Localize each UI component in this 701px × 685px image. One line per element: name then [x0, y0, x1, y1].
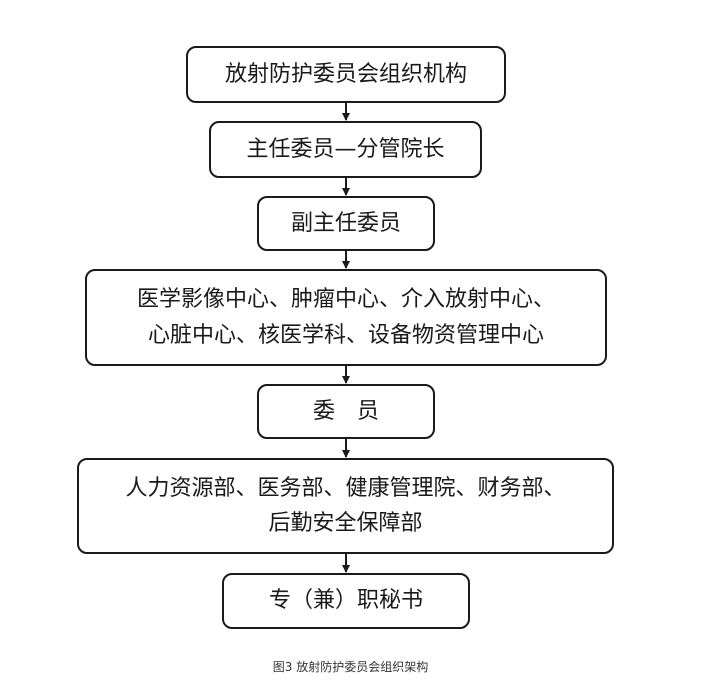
- node-label-line-2: 后勤安全保障部: [268, 511, 423, 536]
- node-depts-1: 医学影像中心、肿瘤中心、介入放射中心、 心脏中心、核医学科、设备物资管理中心: [85, 269, 607, 366]
- node-label: 专（兼）职秘书: [268, 588, 423, 614]
- node-secretary: 专（兼）职秘书: [222, 573, 470, 629]
- node-vice-director: 副主任委员: [257, 196, 435, 251]
- node-label: 副主任委员: [290, 210, 401, 236]
- node-label: 委 员: [312, 398, 379, 424]
- node-depts-2: 人力资源部、医务部、健康管理院、财务部、 后勤安全保障部: [77, 458, 614, 554]
- node-director: 主任委员—分管院长: [209, 121, 482, 178]
- node-label: 放射防护委员会组织机构: [224, 61, 467, 87]
- node-committee: 放射防护委员会组织机构: [186, 46, 506, 103]
- figure-caption: 图3 放射防护委员会组织架构: [272, 660, 429, 674]
- node-label-line-1: 人力资源部、医务部、健康管理院、财务部、: [125, 475, 566, 501]
- node-members: 委 员: [257, 384, 435, 439]
- node-label-line-1: 医学影像中心、肿瘤中心、介入放射中心、: [136, 287, 555, 313]
- node-label-line-2: 心脏中心、核医学科、设备物资管理中心: [147, 322, 544, 348]
- node-label: 主任委员—分管院长: [246, 136, 445, 162]
